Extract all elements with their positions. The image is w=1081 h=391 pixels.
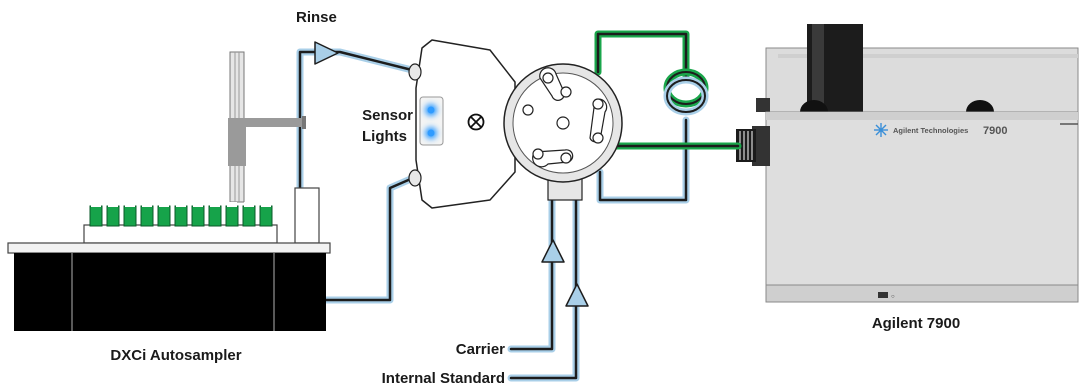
sample-tray	[83, 224, 278, 244]
autosampler-base	[14, 253, 326, 331]
inlet-connector	[752, 126, 770, 166]
sample-loop-coil	[663, 68, 709, 116]
valve-port-2	[592, 98, 604, 110]
agilent-7900-instrument: ○ Agilent Technologies 7900	[736, 24, 1079, 303]
probe-arm	[244, 118, 306, 127]
carrier-tube	[507, 194, 556, 353]
valve-port-4	[560, 152, 572, 164]
agilent-spark-icon	[874, 123, 888, 137]
valve-port-6	[522, 104, 534, 116]
labels: Rinse Sensor Lights Carrier Internal Sta…	[110, 9, 960, 387]
svg-text:○: ○	[891, 294, 895, 300]
valve-center-port	[556, 116, 570, 130]
loop-green-tube	[594, 30, 690, 82]
sensor-block	[408, 39, 516, 209]
sampler-to-valve-tube	[321, 174, 417, 304]
port-dome-right	[966, 100, 994, 112]
valve-port-1	[542, 72, 554, 84]
flow-arrows	[314, 41, 589, 307]
sample-fitting	[408, 169, 422, 187]
brand-model-text: 7900	[983, 125, 1007, 137]
valve-port-5	[532, 148, 544, 160]
port-dome-left	[800, 100, 828, 112]
internal-standard-label: Internal Standard	[382, 370, 505, 386]
istd-flow-triangle-icon	[565, 283, 589, 307]
dxci-autosampler	[7, 51, 331, 331]
sensor-light-top	[427, 106, 435, 114]
switching-valve	[503, 63, 623, 201]
valve-port-3	[592, 132, 604, 144]
brand-plate-text: Agilent Technologies	[893, 126, 968, 135]
rinse-label: Rinse	[296, 9, 337, 26]
rinse-station	[294, 187, 320, 244]
sensor-light-bottom	[427, 129, 435, 137]
rinse-fitting	[408, 63, 422, 81]
sample-tubes	[89, 202, 273, 227]
rinse-flow-triangle-icon	[314, 41, 339, 65]
sensor-lights-label-line2: Lights	[362, 128, 407, 145]
autosampler-deck	[7, 242, 331, 254]
carrier-flow-triangle-icon	[541, 239, 565, 263]
sensor-lights-label-line1: Sensor	[362, 107, 413, 124]
carrier-label: Carrier	[456, 341, 505, 358]
autosampler-label: DXCi Autosampler	[110, 347, 241, 364]
valve-cross-icon	[467, 113, 485, 131]
instrument-main-body	[765, 111, 1079, 303]
instrument-label: Agilent 7900	[872, 315, 960, 332]
